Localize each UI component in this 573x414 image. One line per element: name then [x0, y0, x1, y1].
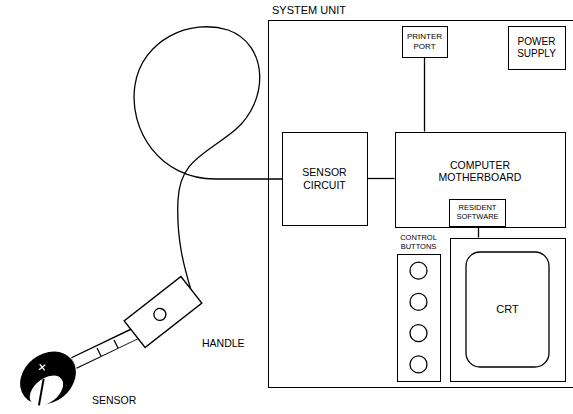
motherboard-box: COMPUTER MOTHERBOARD RESIDENT SOFTWARE [395, 132, 566, 228]
wire-connector [478, 228, 479, 238]
neck-tick [114, 340, 118, 348]
box-label: SYSTEM UNIT [272, 4, 346, 17]
sensor-neck-outline [74, 333, 136, 363]
sensor-cable [134, 27, 282, 290]
label-holder: COMPUTER MOTHERBOARD [396, 159, 565, 183]
box-label: PRINTER PORT [405, 32, 445, 50]
part-name: HANDLE [202, 337, 245, 349]
wire-connector [368, 178, 395, 179]
port-box: PRINTER PORT [402, 26, 448, 58]
box-label: COMPUTER MOTHERBOARD [425, 159, 535, 183]
button-symbols [398, 255, 440, 381]
button-panel: CONTROL BUTTONS [397, 254, 441, 382]
control-button [410, 355, 427, 372]
system-unit-housing: SYSTEM UNITPRINTER PORTPOWER SUPPLYSENSO… [268, 20, 573, 388]
box-label: SENSOR CIRCUIT [285, 166, 365, 190]
crt-panel: CRT [450, 238, 566, 382]
control-button [410, 293, 427, 310]
wire-connector [424, 58, 425, 132]
sensor-neck [74, 333, 137, 363]
control-button [410, 262, 427, 279]
control-button [410, 324, 427, 341]
software-box: RESIDENT SOFTWARE [449, 199, 506, 227]
sensor-head [10, 341, 87, 414]
power-box: POWER SUPPLY [508, 26, 566, 70]
part-name: SENSOR [92, 394, 136, 406]
neck-tick [97, 348, 101, 356]
box-label: CONTROL BUTTONS [393, 234, 445, 251]
handle-body [124, 276, 202, 347]
box-label: CRT [496, 303, 518, 316]
circuit-box: SENSOR CIRCUIT [282, 132, 368, 226]
box-label: RESIDENT SOFTWARE [452, 204, 503, 221]
box-label: POWER SUPPLY [511, 36, 563, 59]
